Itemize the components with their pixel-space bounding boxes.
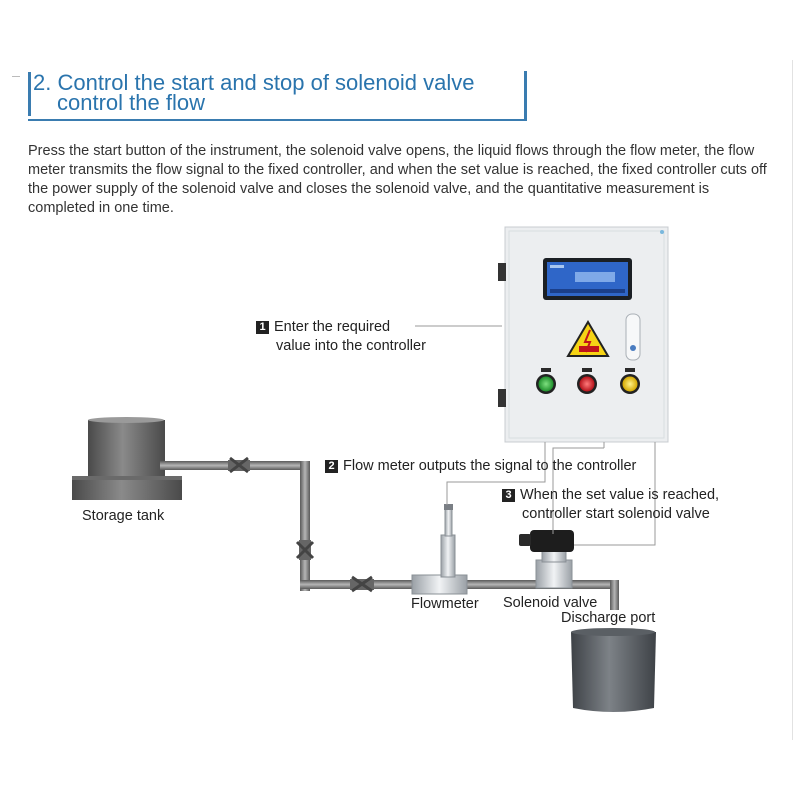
- ball-valve-bottom-icon: [350, 575, 374, 593]
- indicator-light-icon: [620, 368, 640, 394]
- step-1-label: 1 Enter the required: [256, 318, 390, 336]
- signal-wires: [415, 325, 656, 546]
- step-1-number: 1: [256, 321, 269, 334]
- step-3-line-1: When the set value is reached,: [520, 487, 720, 503]
- step-1-line-1: Enter the required: [274, 319, 391, 335]
- step-2-line-1: Flow meter outputs the signal to the con…: [343, 458, 637, 474]
- step-3-number: 3: [502, 489, 515, 502]
- header-accent-bar: [28, 72, 31, 116]
- header-frame: [28, 71, 527, 121]
- step-3-label: 3 When the set value is reached,: [502, 486, 719, 504]
- storage-tank-icon: [72, 417, 182, 500]
- solenoid-valve-label: Solenoid valve: [503, 595, 598, 611]
- section-title-line-1: 2. Control the start and stop of solenoi…: [33, 70, 475, 95]
- step-3-line-2: controller start solenoid valve: [522, 506, 710, 522]
- cabinet-door-handle-icon: [625, 313, 641, 361]
- flowmeter-label: Flowmeter: [411, 596, 479, 612]
- step-2-label: 2 Flow meter outputs the signal to the co…: [325, 457, 636, 475]
- step-1-line-2: value into the controller: [276, 338, 426, 354]
- warning-sign-icon: [566, 320, 610, 357]
- stop-button-icon: [577, 368, 597, 394]
- page-edge-divider: [792, 60, 793, 740]
- flowmeter-icon: [411, 504, 468, 595]
- storage-tank-label: Storage tank: [82, 508, 165, 524]
- solenoid-valve-icon: [519, 530, 574, 589]
- section-title-line-2: control the flow: [57, 90, 205, 115]
- step-2-number: 2: [325, 460, 338, 473]
- discharge-port-label: Discharge port: [561, 610, 656, 626]
- controller-display: [543, 258, 632, 300]
- discharge-bucket-icon: [571, 628, 656, 712]
- start-button-icon: [536, 368, 556, 394]
- header-dash: [12, 76, 20, 77]
- intro-paragraph: Press the start button of the instrument…: [28, 143, 767, 216]
- ball-valve-vertical-icon: [295, 540, 315, 560]
- ball-valve-top-icon: [228, 456, 250, 474]
